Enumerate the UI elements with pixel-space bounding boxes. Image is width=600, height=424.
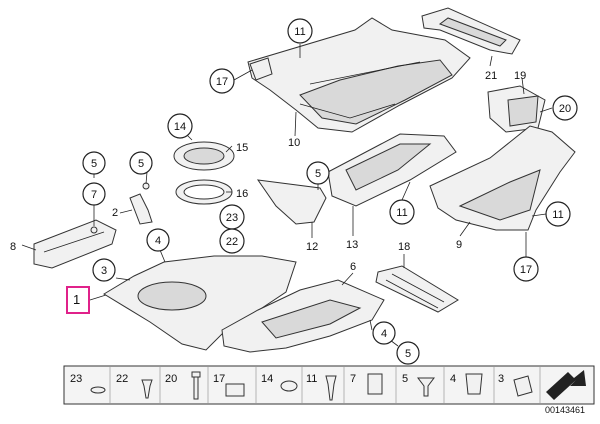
bracket-2[interactable] bbox=[129, 193, 153, 225]
strip-number: 7 bbox=[350, 373, 356, 385]
callout-label: 5 bbox=[138, 158, 144, 170]
part-number-label: 13 bbox=[346, 239, 358, 251]
strip-number: 5 bbox=[402, 373, 408, 385]
part-number-label: 21 bbox=[485, 70, 497, 82]
callout-14[interactable]: 14 bbox=[167, 113, 193, 139]
strip-item-11[interactable]: 11 bbox=[306, 373, 337, 401]
grille-18[interactable] bbox=[375, 265, 459, 313]
label-8[interactable]: 8 bbox=[10, 241, 16, 253]
callout-5-bracket[interactable]: 5 bbox=[129, 151, 153, 175]
strip-number: 20 bbox=[165, 373, 177, 385]
callout-20[interactable]: 20 bbox=[552, 95, 578, 121]
callout-17-top[interactable]: 17 bbox=[209, 68, 235, 94]
callout-label: 4 bbox=[155, 235, 161, 247]
part-number-label: 2 bbox=[112, 207, 118, 219]
strip-item-17[interactable]: 17 bbox=[213, 373, 245, 397]
part-number-label: 9 bbox=[456, 239, 462, 251]
label-19[interactable]: 19 bbox=[514, 70, 526, 82]
callout-5-cover[interactable]: 5 bbox=[306, 161, 330, 185]
callout-label: 20 bbox=[559, 103, 571, 115]
callout-11-top[interactable]: 11 bbox=[287, 18, 313, 44]
strip-item-14[interactable]: 14 bbox=[261, 373, 298, 392]
callout-5-left[interactable]: 5 bbox=[82, 151, 106, 175]
arrow-icon bbox=[546, 370, 586, 400]
strip-number: 11 bbox=[306, 373, 317, 385]
label-16[interactable]: 16 bbox=[236, 188, 248, 200]
callout-label: 5 bbox=[315, 168, 321, 180]
strip-item-5[interactable]: 5 bbox=[402, 373, 435, 397]
callout-label: 11 bbox=[294, 26, 305, 38]
callout-label: 11 bbox=[552, 209, 563, 221]
highlight-part-1[interactable]: 1 bbox=[66, 286, 90, 314]
callout-label: 17 bbox=[216, 76, 228, 88]
part-number-label: 15 bbox=[236, 142, 248, 154]
part-number-label: 19 bbox=[514, 70, 526, 82]
callout-7[interactable]: 7 bbox=[82, 182, 106, 206]
callout-label: 7 bbox=[91, 189, 97, 201]
strip-item-7[interactable]: 7 bbox=[350, 373, 383, 395]
label-12[interactable]: 12 bbox=[306, 241, 318, 253]
part-number-label: 16 bbox=[236, 188, 248, 200]
label-21[interactable]: 21 bbox=[485, 70, 497, 82]
strip-item-4[interactable]: 4 bbox=[450, 373, 483, 395]
hardware-strip: 23 22 20 17 14 11 7 bbox=[63, 365, 595, 415]
callout-label: 5 bbox=[91, 158, 97, 170]
callout-11-center[interactable]: 11 bbox=[389, 199, 415, 225]
part-number-label: 8 bbox=[10, 241, 16, 253]
strip-number: 4 bbox=[450, 373, 456, 385]
strip-number: 22 bbox=[116, 373, 128, 385]
shield-1[interactable] bbox=[103, 255, 297, 351]
underbody-panel-10[interactable] bbox=[247, 17, 471, 133]
bracket-21[interactable] bbox=[421, 7, 521, 55]
callout-3[interactable]: 3 bbox=[92, 258, 116, 282]
callout-label: 17 bbox=[520, 264, 532, 276]
callout-label: 5 bbox=[405, 348, 411, 360]
strip-item-23[interactable]: 23 bbox=[70, 373, 106, 394]
callout-label: 23 bbox=[226, 212, 238, 224]
housing-19[interactable] bbox=[487, 85, 546, 133]
callout-label: 4 bbox=[381, 328, 387, 340]
label-9[interactable]: 9 bbox=[456, 239, 462, 251]
callout-label: 3 bbox=[101, 265, 107, 277]
callout-4-left[interactable]: 4 bbox=[146, 228, 170, 252]
panel-13[interactable] bbox=[327, 133, 457, 207]
panel-6[interactable] bbox=[221, 279, 385, 353]
seal-15[interactable] bbox=[173, 141, 235, 171]
part-number-label: 6 bbox=[350, 261, 356, 273]
callout-22[interactable]: 22 bbox=[219, 228, 245, 254]
label-10[interactable]: 10 bbox=[288, 137, 300, 149]
label-15[interactable]: 15 bbox=[236, 142, 248, 154]
highlight-label: 1 bbox=[73, 292, 80, 307]
callout-5-lower[interactable]: 5 bbox=[396, 341, 420, 365]
ring-16[interactable] bbox=[175, 179, 233, 205]
part-number-label: 18 bbox=[398, 241, 410, 253]
label-18[interactable]: 18 bbox=[398, 241, 410, 253]
strip-number: 3 bbox=[498, 373, 504, 385]
callout-17-right[interactable]: 17 bbox=[513, 256, 539, 282]
fastener-5-7 bbox=[90, 182, 150, 234]
label-6[interactable]: 6 bbox=[350, 261, 356, 273]
callout-label: 22 bbox=[226, 236, 238, 248]
strip-item-20[interactable]: 20 bbox=[165, 371, 201, 400]
panel-9[interactable] bbox=[429, 125, 576, 231]
label-2[interactable]: 2 bbox=[112, 207, 118, 219]
strip-number: 17 bbox=[213, 373, 225, 385]
callout-4-lower[interactable]: 4 bbox=[372, 321, 396, 345]
part-number-label: 12 bbox=[306, 241, 318, 253]
callout-label: 14 bbox=[174, 121, 186, 133]
strip-item-22[interactable]: 22 bbox=[116, 373, 153, 399]
callout-11-right[interactable]: 11 bbox=[545, 201, 571, 227]
callout-23[interactable]: 23 bbox=[219, 204, 245, 230]
part-number-label: 10 bbox=[288, 137, 300, 149]
strip-number: 14 bbox=[261, 373, 273, 385]
strip-item-3[interactable]: 3 bbox=[498, 373, 533, 397]
cover-12[interactable] bbox=[256, 179, 327, 225]
callout-label: 11 bbox=[396, 207, 407, 219]
strip-number: 23 bbox=[70, 373, 82, 385]
label-13[interactable]: 13 bbox=[346, 239, 358, 251]
reference-number: 00143461 bbox=[545, 405, 585, 415]
